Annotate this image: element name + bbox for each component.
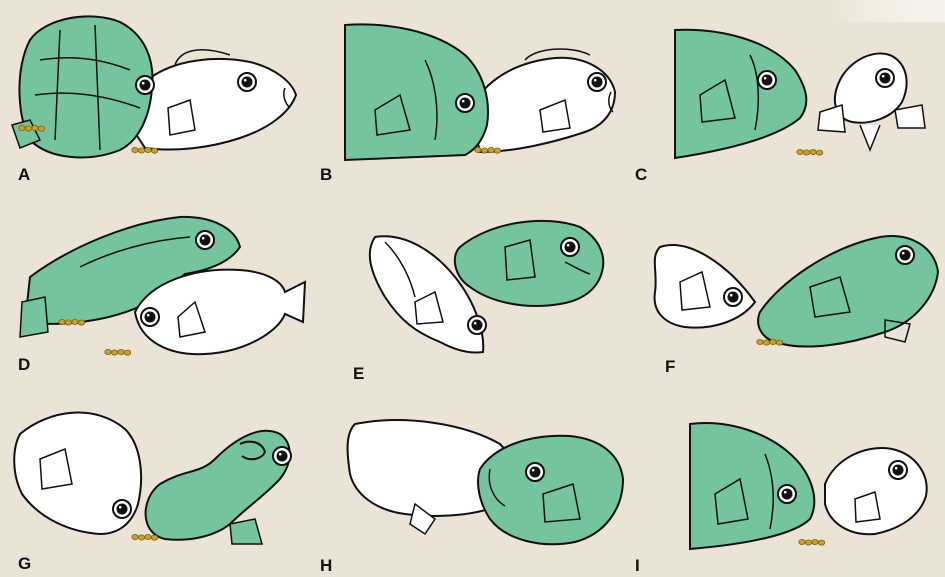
panel-label: D <box>18 355 30 375</box>
panel-i-illustration <box>630 384 945 576</box>
green-fish <box>690 423 814 549</box>
green-fish <box>478 436 623 544</box>
panel-b: B <box>315 0 630 192</box>
white-fish <box>825 448 927 534</box>
green-fish <box>19 16 152 157</box>
panel-f-illustration <box>630 192 945 384</box>
panel-b-illustration <box>315 0 630 192</box>
white-fish <box>470 58 615 152</box>
white-fish <box>132 59 296 150</box>
panel-d-illustration <box>0 192 315 384</box>
panel-label: C <box>635 165 647 185</box>
panel-g-illustration <box>0 384 315 576</box>
green-fish <box>455 221 604 306</box>
panel-label: B <box>320 165 332 185</box>
panel-label: A <box>18 165 30 185</box>
panel-d: D <box>0 192 315 384</box>
panel-g: G <box>0 384 315 576</box>
green-fish <box>345 24 488 160</box>
panel-label: H <box>320 556 332 576</box>
panel-e-illustration <box>315 192 630 384</box>
green-fish <box>146 431 290 540</box>
panel-label: E <box>353 364 364 384</box>
panel-a-illustration <box>0 0 315 192</box>
panel-c-illustration <box>630 0 945 192</box>
panel-c: C <box>630 0 945 192</box>
panel-h: H <box>315 384 630 576</box>
panel-a: A <box>0 0 315 192</box>
panel-e: E <box>315 192 630 384</box>
panel-label: G <box>18 554 31 574</box>
panel-f: F <box>630 192 945 384</box>
panel-h-illustration <box>315 384 630 576</box>
panel-label: F <box>665 357 675 377</box>
panel-i: I <box>630 384 945 576</box>
green-fish <box>675 30 806 158</box>
panel-label: I <box>635 556 640 576</box>
